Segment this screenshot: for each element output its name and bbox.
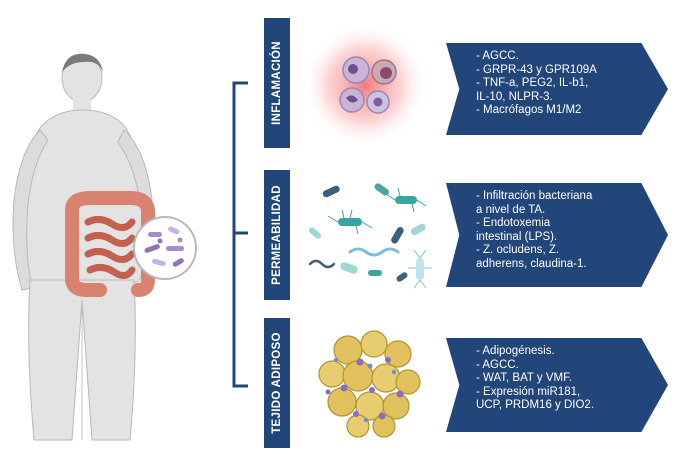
list-item: - AGCC. [476, 358, 519, 371]
immune-cells-icon [303, 23, 427, 147]
intestine-icon [65, 191, 155, 297]
list-item: - Endotoxemia [476, 217, 551, 229]
panel-inflamacion: - AGCC. - GRPR-43 y GPR109A - TNF-a, PEG… [446, 43, 668, 135]
list-item: IL-10, NLPR-3. [476, 90, 553, 103]
list-item: intestinal (LPS). [476, 230, 558, 243]
panel-permeabilidad: - Infiltración bacteriana a nivel de TA.… [446, 183, 668, 287]
list-item: UCP, PRDM16 y DIO2. [476, 399, 595, 411]
list-tejido-adiposo: - Adipogénesis. - AGCC. - WAT, BAT y VMF… [476, 345, 634, 413]
microbiota-magnifier-icon [133, 216, 197, 280]
section-bracket [232, 81, 248, 388]
list-item: - Expresión miR181, [476, 385, 581, 398]
list-permeabilidad: - Infiltración bacteriana a nivel de TA.… [476, 190, 634, 271]
bacteria-icon [308, 183, 432, 289]
list-item: adherens, claudina-1. [476, 257, 587, 270]
list-item: - AGCC. [476, 50, 519, 62]
panel-tejido-adiposo: - Adipogénesis. - AGCC. - WAT, BAT y VMF… [446, 338, 668, 432]
list-item: a nivel de TA. [476, 203, 546, 216]
list-item: - GRPR-43 y GPR109A [476, 63, 597, 76]
label-tejido-adiposo: TEJIDO ADIPOSO [264, 318, 290, 448]
label-permeabilidad: PERMEABILIDAD [264, 170, 290, 300]
list-item: - Macrófagos M1/M2 [476, 104, 582, 116]
list-inflamacion: - AGCC. - GRPR-43 y GPR109A - TNF-a, PEG… [476, 50, 634, 118]
label-inflamacion: INFLAMACIÓN [264, 18, 290, 148]
list-item: - WAT, BAT y VMF. [476, 372, 573, 384]
list-item: - TNF-a, PEG2, IL-b1, [476, 77, 589, 89]
adipose-tissue-icon [318, 330, 421, 438]
list-item: - Z. ocludens, Z. [476, 244, 560, 256]
list-item: - Infiltración bacteriana [476, 190, 593, 202]
list-item: - Adipogénesis. [476, 345, 555, 357]
